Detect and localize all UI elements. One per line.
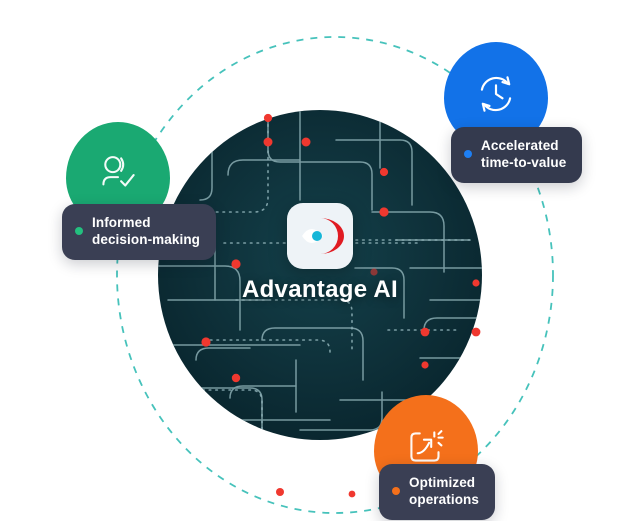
page-title: Advantage AI bbox=[241, 276, 399, 303]
status-dot-green bbox=[75, 227, 83, 236]
label-optimized-operations[interactable]: Optimized operations bbox=[379, 464, 496, 520]
brand-logo bbox=[287, 203, 353, 269]
label-informed-decision-making[interactable]: Informed decision-making bbox=[62, 204, 217, 260]
growth-arrow-icon bbox=[410, 430, 444, 462]
circuit-sphere bbox=[158, 110, 482, 440]
label-accelerated-time-to-value[interactable]: Accelerated time-to-value bbox=[451, 127, 583, 183]
status-dot-blue bbox=[464, 150, 472, 159]
label-text: Informed decision-making bbox=[92, 215, 201, 248]
circuit-dotted-traces bbox=[195, 117, 471, 440]
person-check-icon bbox=[102, 156, 135, 187]
status-dot-orange bbox=[392, 487, 400, 496]
dashed-orbit-ring bbox=[116, 36, 554, 514]
label-text: Optimized operations bbox=[409, 475, 480, 508]
eye-logo-icon bbox=[302, 218, 344, 254]
label-text: Accelerated time-to-value bbox=[481, 138, 567, 171]
clock-refresh-icon bbox=[480, 76, 512, 112]
